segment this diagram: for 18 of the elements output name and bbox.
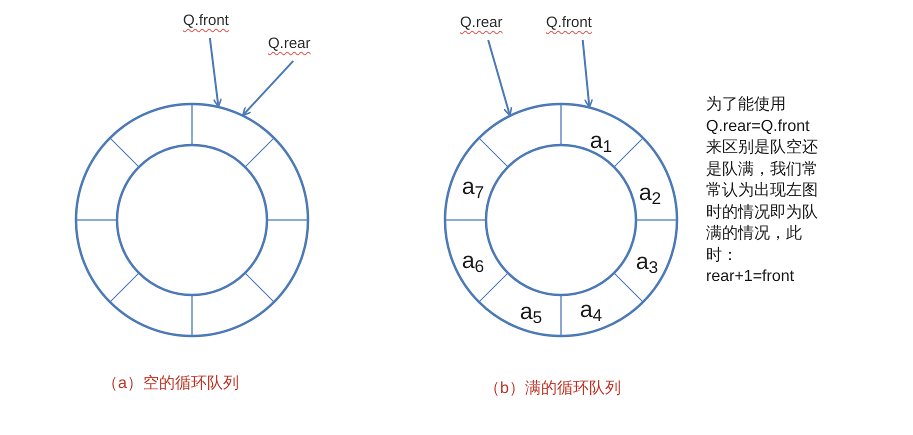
pointer-arrow bbox=[242, 60, 294, 116]
explanation-note: 为了能使用Q.rear=Q.front来区别是队空还是队满，我们常常认为出现左图时的情况即为队满的情况，此时：rear+1=front bbox=[706, 94, 819, 287]
element-label: a$_{1}$ bbox=[590, 127, 612, 157]
figure-caption: （a）空的循环队列 bbox=[102, 374, 239, 394]
pointer-arrow bbox=[208, 38, 222, 108]
element-label: a$_{2}$ bbox=[638, 179, 662, 209]
pointer-label: Q.front bbox=[183, 12, 229, 29]
element-label: a$_{5}$ bbox=[520, 298, 542, 328]
element-label: a$_{3}$ bbox=[636, 248, 658, 278]
pointer-label: Q.front bbox=[546, 14, 592, 31]
figure-caption: （b）满的循环队列 bbox=[484, 378, 621, 399]
pointer-arrow bbox=[487, 40, 512, 116]
element-label: a$_{4}$ bbox=[580, 296, 602, 326]
element-label: a$_{6}$ bbox=[462, 247, 484, 277]
pointer-label: Q.rear bbox=[460, 14, 503, 31]
pointer-label: Q.rear bbox=[268, 35, 311, 52]
pointer-arrow bbox=[582, 40, 594, 108]
element-label: a$_{7}$ bbox=[462, 173, 484, 203]
